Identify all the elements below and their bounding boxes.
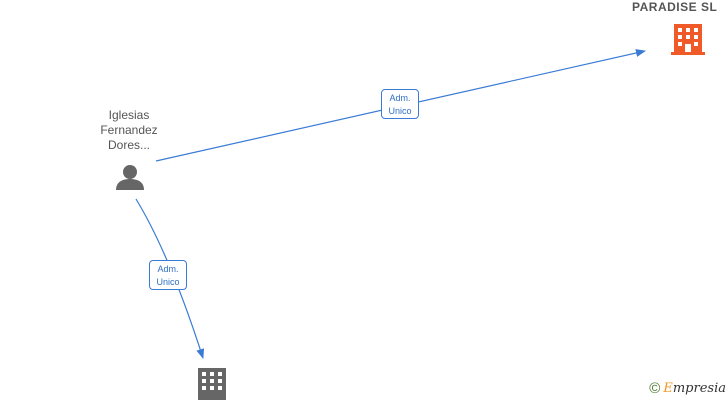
edge-label-line: Unico (388, 106, 412, 116)
person-name-line: Iglesias (108, 108, 150, 122)
company-name-label[interactable]: PARADISE SL (632, 0, 718, 14)
building-icon-paradise[interactable] (671, 24, 705, 55)
edge-label-line: Unico (156, 277, 180, 287)
building-icon-second-company[interactable] (198, 368, 226, 400)
edge-label-line: Adm. (157, 264, 179, 274)
person-name-line: Fernandez (100, 123, 158, 137)
brand-initial: E (663, 380, 673, 396)
copyright-icon: © (649, 379, 661, 397)
person-name-label[interactable]: Iglesias Fernandez Dores... (88, 108, 170, 153)
brand-name: Empresia (663, 381, 726, 396)
person-name-line: Dores... (107, 138, 150, 152)
edge-label-role: Adm. Unico (381, 89, 419, 119)
edge-label-line: Adm. (389, 93, 411, 103)
person-icon[interactable] (116, 165, 144, 190)
brand-rest: mpresia (672, 380, 726, 396)
edge-label-role: Adm. Unico (149, 260, 187, 290)
brand-watermark: © Empresia (649, 378, 726, 398)
